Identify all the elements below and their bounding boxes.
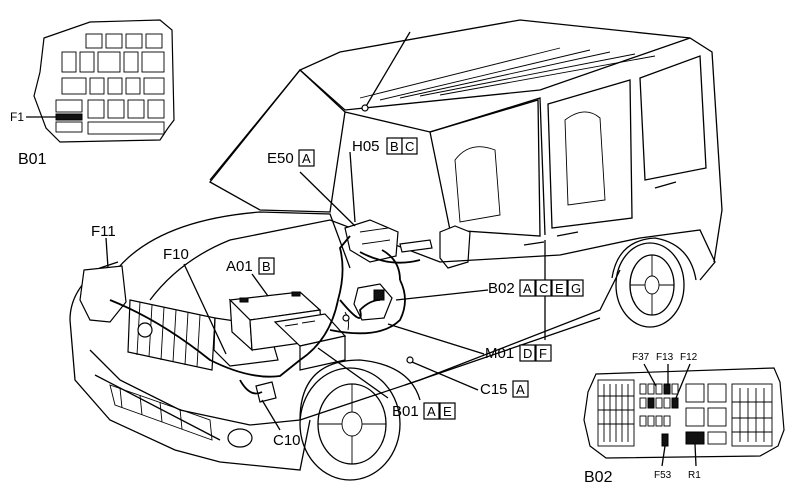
c15-code-box-a: A [512,380,529,398]
fusebox-b02-inset [583,363,785,467]
m01-code-box-d: D [519,344,536,362]
callout-f10: F10 [163,246,189,263]
svg-text:E: E [555,281,564,296]
svg-text:C: C [405,139,414,154]
fuse-box-b01-engine [273,313,347,371]
svg-text:E: E [443,404,452,419]
b02-code-box-e: E [551,279,568,297]
fusebox-b01-fuse-label: F1 [10,110,24,124]
svg-text:A: A [516,382,525,397]
svg-text:B: B [262,259,271,274]
relay-c10 [255,381,277,403]
svg-text:B: B [390,139,399,154]
wiring-harness [109,235,421,395]
callout-c15: C15 [480,381,508,398]
svg-text:D: D [523,346,532,361]
steering-column-e50 [344,219,433,263]
callout-e50: E50 [267,150,294,167]
h05-code-box-c: C [401,137,418,155]
e50-code-box-a: A [298,149,315,167]
callout-c10: C10 [273,432,301,449]
leader-lines [105,151,489,431]
fuse-f37-label: F37 [632,352,650,363]
b02-code-box-g: G [567,279,584,297]
svg-text:A: A [427,404,436,419]
m01-code-box-f: F [535,344,552,362]
svg-text:G: G [571,281,581,296]
svg-text:A: A [302,151,311,166]
callout-m01: M01 [485,345,514,362]
callout-a01: A01 [226,258,253,275]
fuse-f13-label: F13 [656,352,674,363]
callout-b01: B01 [392,403,419,420]
relay-r1-label: R1 [688,470,701,481]
svg-text:F: F [539,346,547,361]
callout-b02: B02 [488,280,515,297]
fusebox-b02-title: B02 [584,469,613,486]
h05-code-box-b: B [386,137,403,155]
a01-code-box-b: B [258,257,275,275]
fusebox-b01-inset [26,19,175,143]
b02-code-box-c: C [535,279,552,297]
callout-h05: H05 [352,138,380,155]
fuse-f53-label: F53 [654,470,672,481]
b01-code-box-a: A [423,402,440,420]
b02-code-box-a: A [519,279,536,297]
callout-f11: F11 [91,223,116,240]
svg-text:C: C [539,281,548,296]
fuse-f12-label: F12 [680,352,698,363]
b01-code-box-e: E [439,402,456,420]
vehicle-body [69,19,723,481]
fusebox-b01-title: B01 [18,151,47,168]
svg-text:A: A [523,281,532,296]
